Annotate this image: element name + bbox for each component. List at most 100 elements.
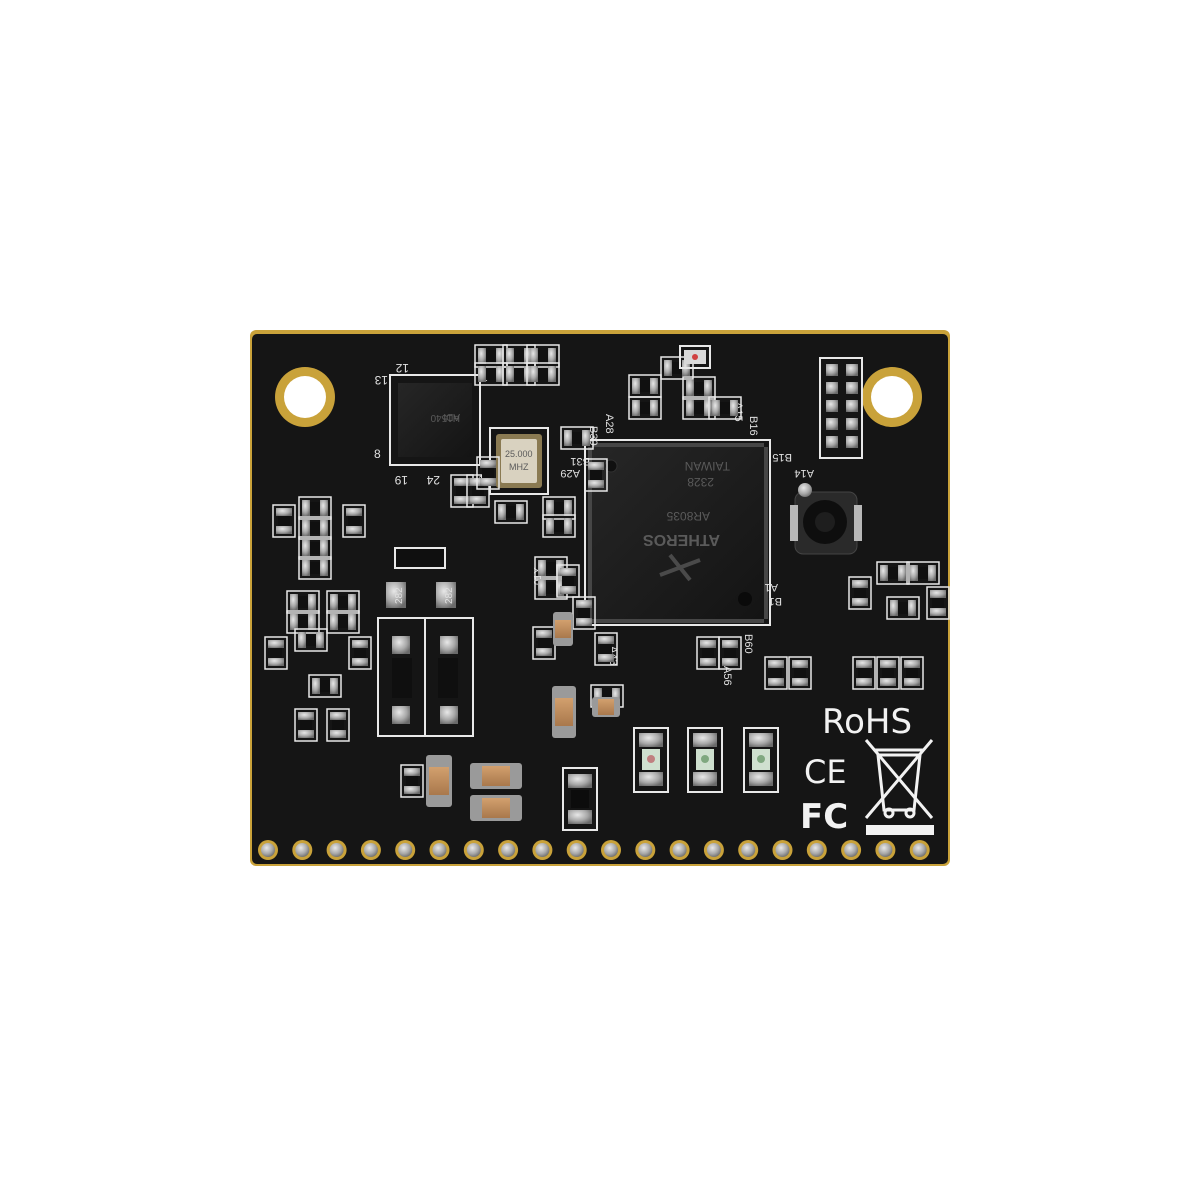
smd-part: [682, 376, 716, 400]
crystal-unit: MHZ: [509, 462, 529, 472]
smd-part: [718, 636, 742, 670]
smd-part: [308, 674, 342, 698]
smd-part: [852, 656, 876, 690]
smd-part: [494, 500, 528, 524]
silk-label-8: 8: [374, 447, 381, 461]
smd-part: [628, 396, 662, 420]
smd-part: [342, 504, 366, 538]
header-pad: [826, 400, 838, 412]
smd-part: [348, 636, 372, 670]
smd-part: [298, 516, 332, 540]
smd-part: [476, 456, 500, 490]
smd-part: [900, 656, 924, 690]
pin-header: [819, 357, 863, 459]
silk-label-a28: A28: [603, 414, 615, 434]
smd-part: [876, 561, 910, 585]
silk-label-a29: A29: [560, 467, 580, 479]
smd-part: [400, 764, 424, 798]
smd-part: [294, 628, 328, 652]
smd-part: [542, 496, 576, 520]
small-ic: ADI H1540 12 9 13 8 19 24 1: [374, 361, 488, 487]
smd-part: [542, 514, 576, 538]
smd-part: [584, 458, 608, 492]
ceramic-capacitors: [426, 612, 620, 821]
smd-part: [298, 556, 332, 580]
smd-part: [556, 564, 580, 598]
smd-components: [264, 344, 950, 798]
silk-label-b31: B31: [570, 455, 590, 467]
smd-part: [572, 596, 596, 630]
smd-part: [560, 426, 594, 450]
ce-mark: CE: [804, 753, 847, 791]
led: [679, 345, 711, 369]
smd-part: [326, 610, 360, 634]
header-pad: [846, 400, 858, 412]
smd-part: [298, 536, 332, 560]
silk-label-a1: A1: [765, 581, 778, 593]
soc-origin: TAIWAN: [685, 459, 730, 473]
crossed-bin-icon: [864, 739, 934, 819]
smd-part: [526, 362, 560, 386]
header-pad: [846, 382, 858, 394]
smd-part: [326, 590, 360, 614]
header-pad: [846, 364, 858, 376]
smd-part: [326, 708, 350, 742]
smd-part: [466, 474, 490, 508]
soc-datecode: 2328: [687, 475, 714, 489]
smd-part: [286, 590, 320, 614]
diode: [562, 767, 598, 831]
silk-label-b15: B15: [772, 451, 792, 463]
smd-part: [708, 396, 742, 420]
edge-pin-row: [258, 840, 930, 860]
soc-logo-icon: [659, 553, 701, 582]
crystal-frequency: 25.000: [505, 449, 533, 459]
header-pad: [826, 436, 838, 448]
led: [633, 727, 669, 793]
main-soc-chip: TAIWAN 2328 AR8035 ATHEROS: [584, 439, 771, 626]
power-inductor: [790, 483, 862, 555]
smd-part: [876, 656, 900, 690]
soc-part-number: AR8035: [666, 509, 710, 523]
smd-part: [526, 344, 560, 368]
weee-bar: [866, 825, 934, 835]
silk-label-24: 24: [426, 473, 440, 487]
fc-mark: FC: [800, 797, 848, 837]
smd-part: [906, 561, 940, 585]
smd-part: [848, 576, 872, 610]
led: [743, 727, 779, 793]
resistor-label-1: 282: [394, 587, 405, 604]
silk-label-b16: B16: [747, 416, 759, 436]
smd-part: [886, 596, 920, 620]
resistor-label-2: 282: [444, 587, 455, 604]
rohs-mark: RoHS: [822, 702, 912, 742]
smd-part: [788, 656, 812, 690]
header-pad: [846, 436, 858, 448]
smd-part: [926, 586, 950, 620]
silk-label-19: 19: [394, 473, 408, 487]
crystal-oscillator: 25.000 MHZ: [489, 427, 549, 495]
silk-label-12: 12: [395, 361, 409, 375]
smd-part: [594, 632, 618, 666]
led: [687, 727, 723, 793]
mounting-hole-left: [275, 367, 335, 427]
silk-label-b1: B1: [769, 595, 782, 607]
mounting-hole-right: [862, 367, 922, 427]
smd-part: [272, 504, 296, 538]
status-leds: [633, 345, 779, 793]
header-pad: [826, 382, 838, 394]
compliance-markings: RoHS CE FC: [800, 702, 934, 837]
small-ic-marking-2: H1540: [430, 412, 460, 423]
smd-part: [264, 636, 288, 670]
soc-brand: ATHEROS: [643, 531, 720, 548]
header-pad: [826, 364, 838, 376]
smd-part: [294, 708, 318, 742]
smd-part: [298, 496, 332, 520]
silk-label-a56: A56: [721, 666, 733, 686]
silk-label-b60: B60: [742, 634, 754, 654]
header-pad: [826, 418, 838, 430]
smd-part: [764, 656, 788, 690]
silk-label-a14: A14: [794, 467, 814, 479]
small-ic-marking-1: ADI: [443, 411, 460, 422]
header-pad: [846, 418, 858, 430]
